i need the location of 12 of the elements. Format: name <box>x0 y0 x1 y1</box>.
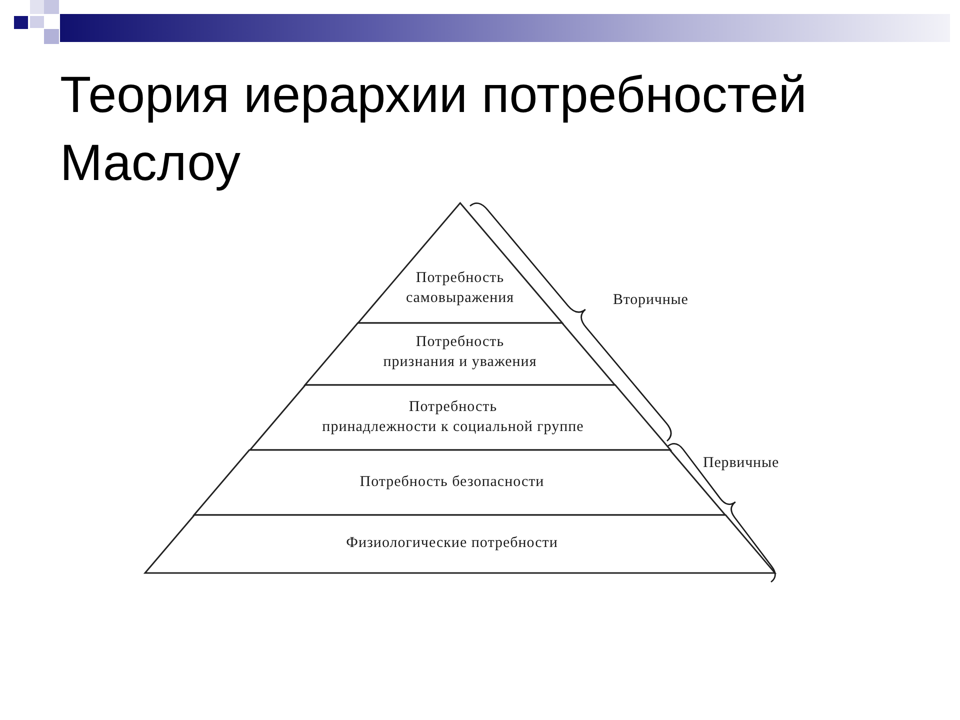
level-label: Потребность безопасности <box>360 473 544 492</box>
slide-title: Теория иерархии потребностей Маслоу <box>60 65 808 193</box>
brace-label: Вторичные <box>613 291 688 309</box>
level-label: Потребность принадлежности к социальной группе <box>322 398 584 437</box>
level-label: Потребность самовыражения <box>406 269 514 308</box>
pyramid-level <box>250 385 670 450</box>
pyramid-level <box>145 515 775 573</box>
pyramid-level <box>358 203 562 323</box>
brace-label: Первичные <box>703 454 780 472</box>
level-label: Потребность признания и уважения <box>383 333 537 372</box>
level-label: Физиологические потребности <box>346 534 558 553</box>
pyramid-level <box>305 323 615 385</box>
